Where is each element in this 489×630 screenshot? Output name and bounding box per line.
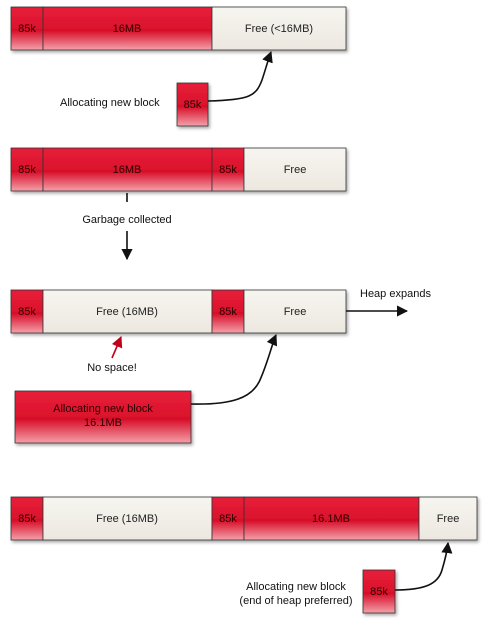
heap-bar-1 bbox=[10, 6, 347, 51]
alloc2-label-line1: Allocating new block bbox=[53, 403, 153, 415]
heap2-label-free: Free bbox=[284, 164, 307, 176]
heap1-label-85k: 85k bbox=[18, 23, 36, 35]
alloc2-block bbox=[14, 390, 192, 444]
heap2-segment-16mb bbox=[42, 147, 213, 192]
alloc1-block-label: 85k bbox=[184, 99, 202, 111]
alloc3-block bbox=[362, 569, 396, 614]
heap2-label-85k-a: 85k bbox=[18, 164, 36, 176]
alloc1-label: Allocating new block bbox=[60, 97, 160, 109]
heap4-label-free-16mb: Free (16MB) bbox=[96, 513, 158, 525]
alloc3-arrow bbox=[394, 541, 453, 591]
alloc3-block-label: 85k bbox=[370, 586, 388, 598]
heap-bar-3 bbox=[10, 289, 347, 334]
alloc3-label-line1: Allocating new block bbox=[246, 581, 346, 593]
heap1-segment-16mb bbox=[42, 6, 213, 51]
heap3-segment-85k-b bbox=[211, 289, 245, 334]
heap-bar-2 bbox=[10, 147, 347, 192]
heap3-segment-free-16mb bbox=[42, 289, 213, 334]
heap2-segment-free bbox=[243, 147, 347, 192]
alloc3-label-line2: (end of heap preferred) bbox=[239, 595, 352, 607]
heap2-segment-85k-b bbox=[211, 147, 245, 192]
heap-bar-4 bbox=[10, 496, 478, 541]
heap4-segment-85k-a bbox=[10, 496, 44, 541]
heap1-segment-85k bbox=[10, 6, 44, 51]
heap1-segment-free bbox=[211, 6, 347, 51]
no-space-arrow bbox=[111, 335, 123, 359]
heap4-segment-free-16mb bbox=[42, 496, 213, 541]
alloc2-arrow bbox=[190, 333, 278, 405]
heap3-label-free: Free bbox=[284, 306, 307, 318]
heap3-label-85k-a: 85k bbox=[18, 306, 36, 318]
heap1-label-free: Free (<16MB) bbox=[245, 23, 313, 35]
heap1-label-16mb: 16MB bbox=[113, 23, 142, 35]
heap4-label-16-1mb: 16.1MB bbox=[312, 513, 350, 525]
heap4-segment-16-1mb bbox=[243, 496, 420, 541]
heap2-segment-85k-a bbox=[10, 147, 44, 192]
heap3-segment-85k-a bbox=[10, 289, 44, 334]
heap2-label-16mb: 16MB bbox=[113, 164, 142, 176]
heap4-label-85k-a: 85k bbox=[18, 513, 36, 525]
heap4-label-85k-b: 85k bbox=[219, 513, 237, 525]
heap4-segment-85k-b bbox=[211, 496, 245, 541]
heap2-label-85k-b: 85k bbox=[219, 164, 237, 176]
gc-label: Garbage collected bbox=[82, 214, 171, 226]
no-space-label: No space! bbox=[87, 362, 137, 374]
alloc1-block bbox=[176, 82, 209, 127]
alloc1-arrow bbox=[207, 50, 273, 102]
heap3-label-free-16mb: Free (16MB) bbox=[96, 306, 158, 318]
heap4-segment-free bbox=[418, 496, 478, 541]
heap3-segment-free bbox=[243, 289, 347, 334]
heap-expands-label: Heap expands bbox=[360, 288, 431, 300]
alloc2-label-line2: 16.1MB bbox=[84, 417, 122, 429]
heap3-label-85k-b: 85k bbox=[219, 306, 237, 318]
heap4-label-free: Free bbox=[437, 513, 460, 525]
